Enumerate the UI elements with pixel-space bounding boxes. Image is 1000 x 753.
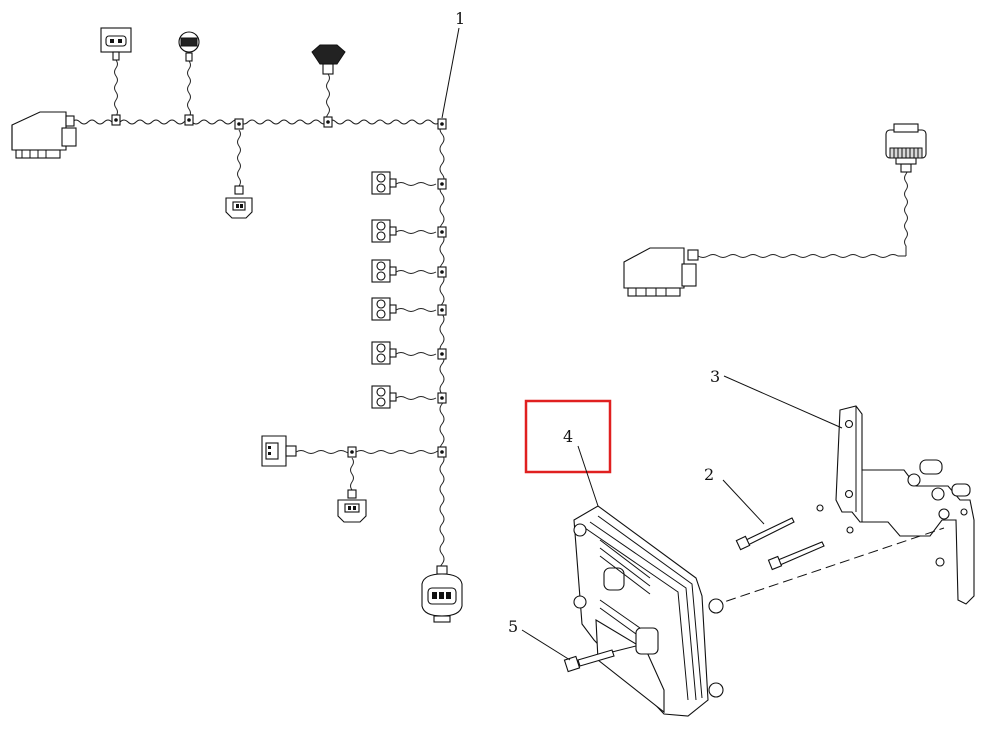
right-round-plug: [885, 123, 927, 173]
side-sensor-1: [371, 171, 447, 195]
callout-leader-2: [722, 479, 765, 525]
top-connector-2: [178, 31, 200, 126]
side-sensor-3: [371, 259, 447, 283]
side-sensor-2: [371, 219, 447, 243]
wire-harness-right: [623, 123, 927, 297]
callout-leader-1: [441, 27, 460, 119]
callout-leader-3: [723, 375, 843, 429]
side-sensor-4: [371, 297, 447, 321]
callout-label-1: 1: [455, 9, 465, 28]
callout-label-5: 5: [508, 617, 518, 636]
right-connector-main: [623, 247, 685, 289]
callout-label-3: 3: [710, 367, 720, 386]
branch-connector-lower: [225, 118, 253, 219]
highlight-box-4: [524, 399, 612, 474]
callout-leader-4: [577, 445, 599, 507]
callout-label-4: 4: [563, 427, 573, 446]
trunk-wire: [71, 119, 441, 125]
lower-branch: [261, 435, 447, 523]
top-connector-3: [311, 44, 346, 128]
control-unit-4: [573, 505, 724, 717]
alignment-dashed-line: [711, 527, 945, 607]
wire-harness-1: 1: [11, 9, 465, 623]
long-bolts-2: [735, 504, 854, 571]
main-connector-left: [11, 111, 77, 159]
mounting-bracket-3: [835, 405, 975, 605]
top-connector-1: [100, 27, 132, 126]
side-sensor-5: [371, 341, 447, 365]
bolt-5: [563, 645, 637, 673]
callout-label-2: 2: [704, 465, 714, 484]
side-sensor-6: [371, 385, 447, 409]
callout-leader-5: [521, 629, 571, 661]
bottom-round-connector: [421, 565, 463, 623]
